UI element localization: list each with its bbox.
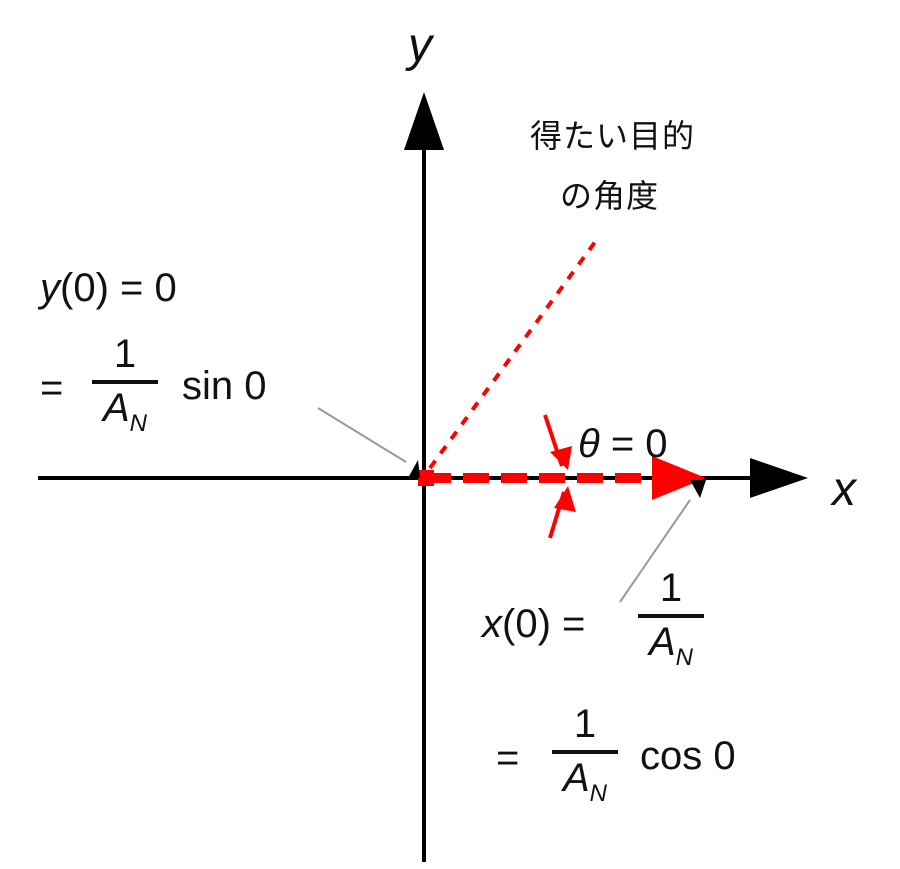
- target-angle-label-line2: の角度: [560, 177, 660, 215]
- unit-vector-arrowhead: [652, 456, 706, 500]
- x-value-func: cos 0: [640, 734, 736, 778]
- theta-arrow-bottom-head: [554, 486, 576, 512]
- target-angle-line: [428, 236, 600, 470]
- theta-label: θ = 0: [578, 422, 668, 466]
- y-axis-arrowhead: [404, 92, 444, 150]
- y-value-fraction-bar: [92, 380, 158, 384]
- x-value-fraction-bar: [638, 614, 704, 618]
- vector-tip-pointer-triangle: [690, 480, 706, 498]
- y-value-line1: y(0) = 0: [40, 266, 177, 310]
- y-value-func: sin 0: [182, 364, 267, 408]
- x-value-lhs: x(0) =: [482, 602, 586, 646]
- x-value-denominator2: AN: [562, 756, 608, 807]
- origin-marker: [418, 470, 434, 486]
- y-axis-label: y: [408, 19, 432, 72]
- x-value-numerator: 1: [659, 566, 683, 610]
- y-value-numerator: 1: [113, 332, 137, 376]
- x-value-equals: =: [496, 736, 520, 780]
- x-axis-arrowhead: [750, 458, 808, 498]
- x-axis-label: x: [832, 463, 856, 516]
- origin-pointer-triangle: [408, 460, 420, 478]
- target-angle-label-line1: 得たい目的: [530, 117, 696, 155]
- y-value-fraction: 1 AN: [90, 334, 160, 436]
- x-value-fraction: 1 AN: [636, 568, 706, 670]
- y-value-denominator: AN: [102, 386, 148, 437]
- x-value-fraction2: 1 AN: [550, 704, 620, 806]
- y-value-leader-line: [317, 407, 407, 463]
- y-value-equals: =: [40, 366, 64, 410]
- x-value-numerator2: 1: [573, 702, 597, 746]
- x-value-fraction2-bar: [552, 750, 618, 754]
- x-value-denominator: AN: [648, 620, 694, 671]
- theta-arrow-top-head: [550, 446, 572, 470]
- x-value-leader-line: [619, 499, 691, 603]
